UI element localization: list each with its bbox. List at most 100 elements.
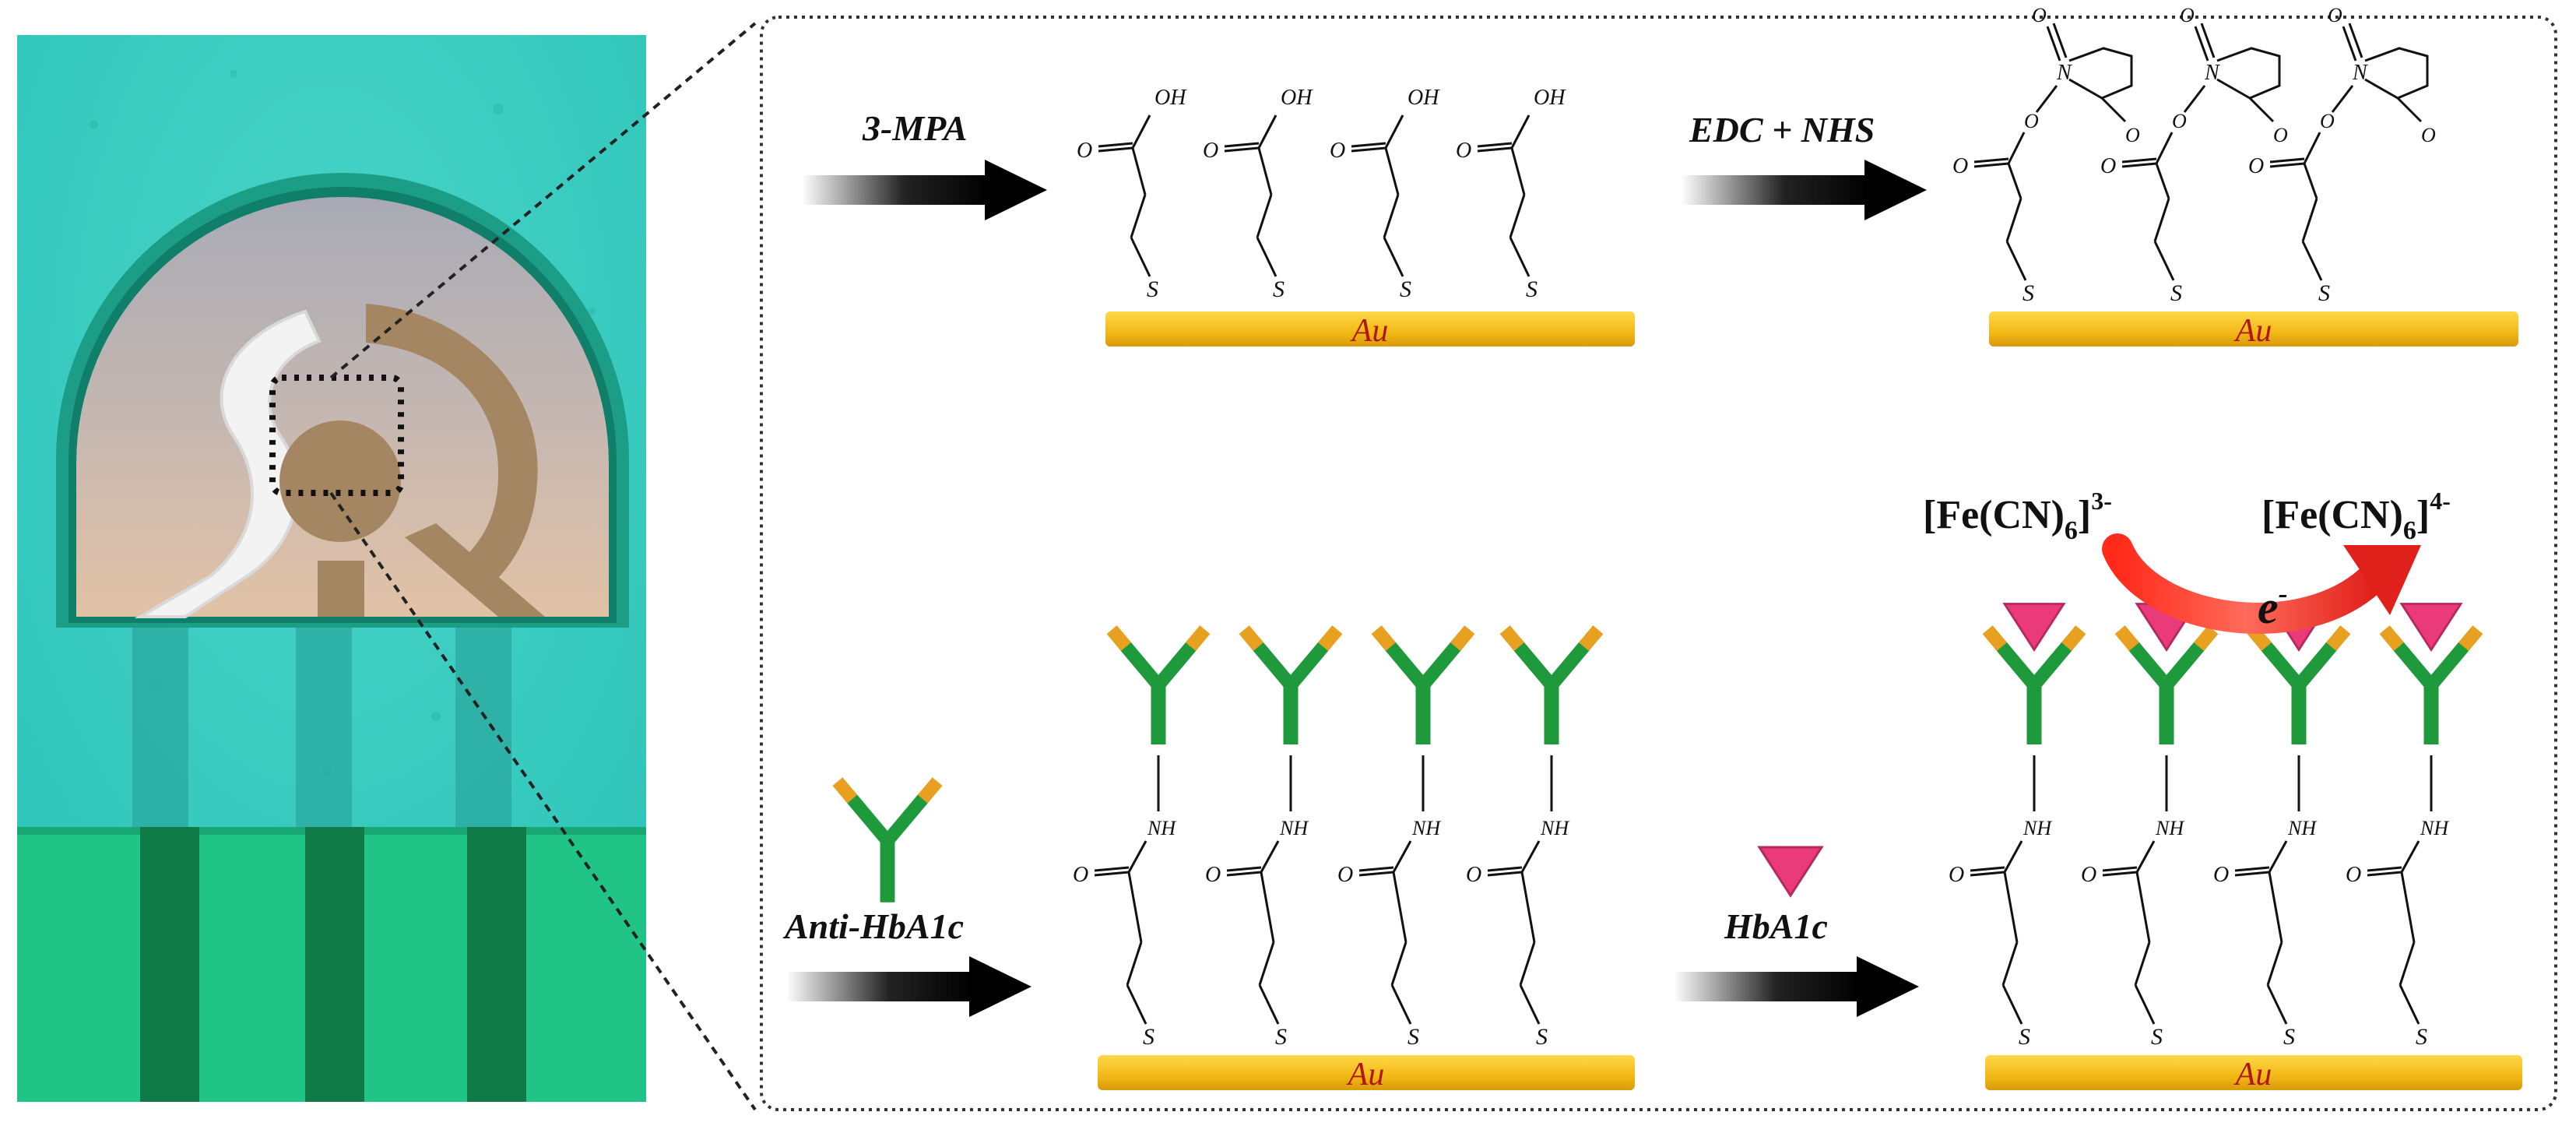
bond: [1126, 941, 1143, 986]
bond: [1383, 194, 1400, 238]
oxygen-atom: O: [1073, 863, 1088, 887]
carbonyl-bond: [1094, 866, 1130, 872]
contact-pad-2: [305, 827, 364, 1102]
antibody-icon: [2379, 603, 2483, 744]
nitrogen-atom: N: [2204, 61, 2220, 85]
bond: [1390, 941, 1407, 986]
bond: [1520, 840, 1541, 873]
sulfur-atom: S: [2019, 1024, 2030, 1050]
carbonyl-bond: [2121, 162, 2157, 168]
oxygen-atom: O: [2100, 154, 2116, 178]
carbonyl-bond: [1477, 146, 1513, 153]
sulfur-atom: S: [1407, 1024, 1419, 1050]
antibody-icon: [1371, 625, 1475, 744]
bond: [2268, 840, 2288, 873]
imide-oxygen: O: [2180, 4, 2195, 26]
imide-oxygen: O: [2328, 4, 2342, 26]
sulfur-atom: S: [1526, 276, 1538, 302]
sulfur-atom: S: [1143, 1024, 1154, 1050]
svg-text:Au: Au: [2233, 313, 2272, 349]
bond: [2135, 840, 2156, 873]
zoom-line-bottom: [329, 491, 757, 1111]
amide-nh: NH: [1279, 817, 1309, 839]
carbonyl-bond: [1351, 142, 1386, 148]
carbonyl-bond: [1098, 146, 1133, 153]
bond: [2183, 85, 2206, 113]
carbonyl-bond: [1973, 162, 2009, 168]
hydroxyl-group: OH: [1154, 86, 1187, 110]
succinimide-ring: [2216, 47, 2281, 100]
oxygen-atom: O: [2346, 863, 2361, 887]
carbonyl-bond: [2121, 157, 2157, 164]
step-4-label: HbA1c: [1724, 906, 1828, 946]
ester-oxygen: O: [2172, 110, 2187, 132]
carbonyl-bond: [1351, 146, 1386, 153]
oxygen-atom: O: [1077, 139, 1092, 163]
bond: [1258, 984, 1280, 1025]
bond: [1392, 871, 1407, 943]
oxygen-atom: O: [2248, 154, 2264, 178]
bond: [2303, 163, 2318, 199]
bond: [2266, 984, 2288, 1025]
bond: [2331, 85, 2354, 113]
sulfur-atom: S: [1275, 1024, 1287, 1050]
contact-pad-3: [467, 827, 526, 1102]
imide-oxygen: O: [2421, 124, 2436, 146]
imide-oxygen: O: [2125, 124, 2140, 146]
succinimide-ring: [2364, 47, 2429, 100]
carbonyl-bond: [1226, 866, 1262, 872]
step-3-arrow: [786, 956, 1031, 1017]
sulfur-atom: S: [1273, 276, 1284, 302]
electrode-photo: [17, 35, 646, 1102]
hydroxyl-group: OH: [1534, 86, 1566, 110]
electron-label: e-: [2258, 578, 2288, 633]
amide-nh: NH: [2155, 817, 2184, 839]
bond: [1519, 984, 1541, 1025]
imide-carbonyl: [2052, 23, 2068, 58]
bond: [1130, 237, 1151, 277]
bond: [2400, 840, 2420, 873]
amide-nh: NH: [2287, 817, 2317, 839]
carbonyl-bond: [1358, 871, 1394, 877]
bond: [2303, 132, 2321, 164]
step-4-arrow: [1674, 956, 1919, 1017]
bond: [1510, 114, 1530, 149]
sulfur-atom: S: [2283, 1024, 2295, 1050]
hydroxyl-group: OH: [1281, 86, 1313, 110]
bond: [2134, 984, 2156, 1025]
step-1-arrow: [802, 160, 1047, 220]
step-2-label: EDC + NHS: [1689, 110, 1875, 150]
gold-surface-2: Au: [1989, 311, 2518, 349]
bond: [1257, 147, 1273, 195]
imide-carbonyl: [2342, 26, 2357, 62]
bond: [1383, 237, 1404, 277]
carbonyl-bond: [1226, 871, 1262, 877]
bond: [1509, 194, 1526, 238]
bond: [2005, 241, 2027, 281]
antibody-icon: [1982, 603, 2086, 744]
bond: [2153, 198, 2170, 242]
antibody-icon: [1499, 625, 1604, 744]
bond: [1127, 840, 1147, 873]
sulfur-atom: S: [2170, 280, 2182, 306]
ferricyanide-label: [Fe(CN)6]3-: [1923, 487, 2112, 545]
antibody-icon: [1106, 625, 1211, 744]
bond: [2007, 132, 2026, 164]
oxygen-atom: O: [1330, 139, 1345, 163]
bond: [1256, 237, 1277, 277]
carbonyl-bond: [1358, 866, 1394, 872]
contact-pad-1: [140, 827, 199, 1102]
bond: [2005, 198, 2022, 242]
bond: [1131, 114, 1151, 149]
carbonyl-bond: [2234, 871, 2270, 877]
bond: [1509, 237, 1530, 277]
gold-surface-4: Au: [1985, 1055, 2522, 1093]
bond: [2003, 840, 2023, 873]
oxygen-atom: O: [1949, 863, 1964, 887]
bond: [1256, 194, 1273, 238]
bond: [2266, 941, 2283, 986]
carbonyl-bond: [2367, 866, 2402, 872]
amide-nh: NH: [1411, 817, 1441, 839]
carbonyl-bond: [2269, 162, 2305, 168]
bond: [1392, 840, 1412, 873]
